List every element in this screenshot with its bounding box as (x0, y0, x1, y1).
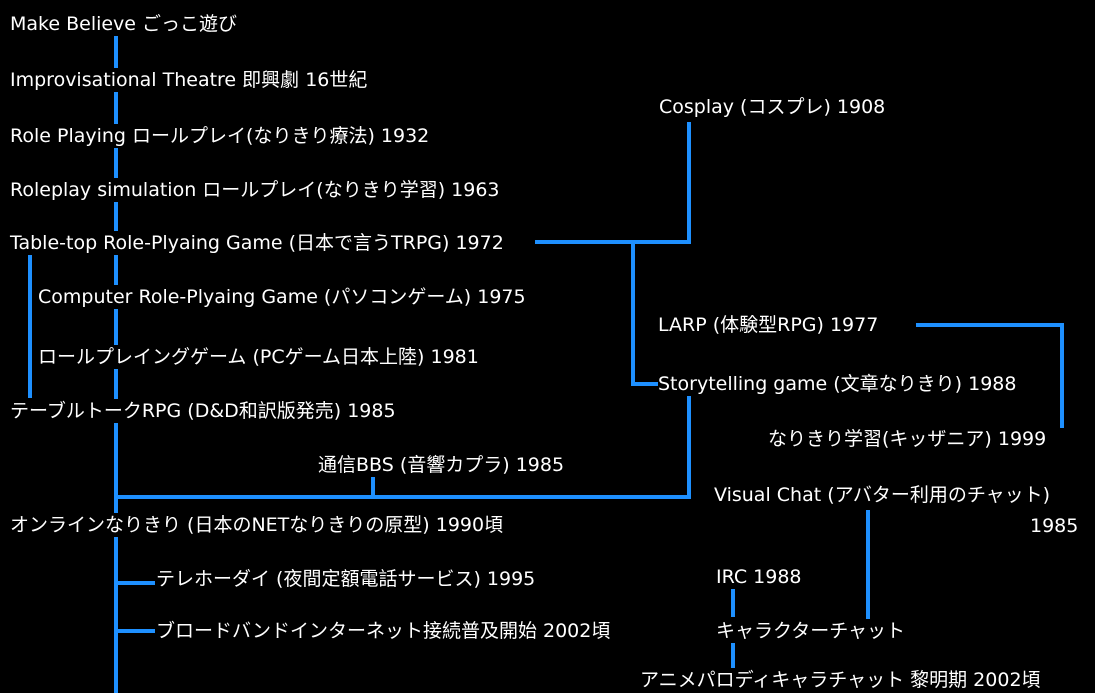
node-cosplay: Cosplay (コスプレ) 1908 (659, 95, 886, 119)
node-telehodai: テレホーダイ (夜間定額電話サービス) 1995 (156, 567, 536, 591)
node-roleplaying-game-pc: ロールプレイングゲーム (PCゲーム日本上陸) 1981 (38, 345, 479, 369)
node-character-chat: キャラクターチャット (716, 619, 906, 643)
node-role-playing: Role Playing ロールプレイ(なりきり療法) 1932 (10, 124, 430, 148)
node-trpg: Table-top Role-Plyaing Game (日本で言うTRPG) … (10, 231, 504, 255)
node-make-believe: Make Believe ごっこ遊び (10, 12, 238, 36)
node-roleplay-simulation: Roleplay simulation ロールプレイ(なりきり学習) 1963 (10, 178, 500, 202)
node-larp: LARP (体験型RPG) 1977 (658, 313, 879, 337)
node-bbs: 通信BBS (音響カプラ) 1985 (318, 453, 565, 477)
node-broadband: ブロードバンドインターネット接続普及開始 2002頃 (156, 619, 611, 643)
node-storytelling-game: Storytelling game (文章なりきり) 1988 (658, 372, 1017, 396)
node-irc: IRC 1988 (716, 565, 802, 589)
node-narikiri-gakushu: なりきり学習(キッザニア) 1999 (768, 427, 1047, 451)
node-online-narikiri: オンラインなりきり (日本のNETなりきりの原型) 1990頃 (10, 513, 504, 537)
node-visual-chat: Visual Chat (アバター利用のチャット) (714, 483, 1051, 507)
node-improvisational-theatre: Improvisational Theatre 即興劇 16世紀 (10, 68, 368, 92)
node-table-talk-rpg: テーブルトークRPG (D&D和訳版発売) 1985 (10, 399, 396, 423)
node-anime-parody-chat: アニメパロディキャラチャット 黎明期 2002頃 (640, 668, 1041, 692)
node-visual-chat-year: 1985 (1030, 514, 1079, 538)
node-computer-rpg: Computer Role-Plyaing Game (パソコンゲーム) 197… (38, 285, 526, 309)
